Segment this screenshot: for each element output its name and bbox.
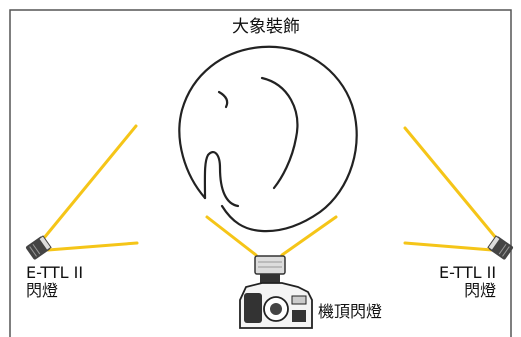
left-beam-upper xyxy=(42,124,138,240)
left-flash-label-line2: 閃燈 xyxy=(26,280,59,300)
diagram-title: 大象裝飾 xyxy=(232,17,300,37)
left-beam-lower xyxy=(46,241,139,252)
right-beam-lower xyxy=(403,241,494,252)
left-flash-icon xyxy=(26,235,52,260)
right-flash-icon xyxy=(487,235,513,260)
light-beams xyxy=(42,124,498,257)
right-beam-upper xyxy=(403,126,498,240)
camera-flash-label: 機頂閃燈 xyxy=(318,302,383,321)
left-flash-label-line1: E-TTL II xyxy=(26,263,84,282)
camera-beam-right xyxy=(280,215,338,257)
right-flash-label-line2: 閃燈 xyxy=(464,280,497,300)
left-flash-label: E-TTL II 閃燈 xyxy=(26,264,83,299)
right-flash-label-line1: E-TTL II xyxy=(439,263,497,282)
right-flash-label: E-TTL II 閃燈 xyxy=(439,264,496,299)
diagram-frame xyxy=(9,9,512,337)
camera-icon xyxy=(239,255,313,329)
camera-beam-left xyxy=(205,215,258,257)
elephant-outline xyxy=(178,45,358,233)
